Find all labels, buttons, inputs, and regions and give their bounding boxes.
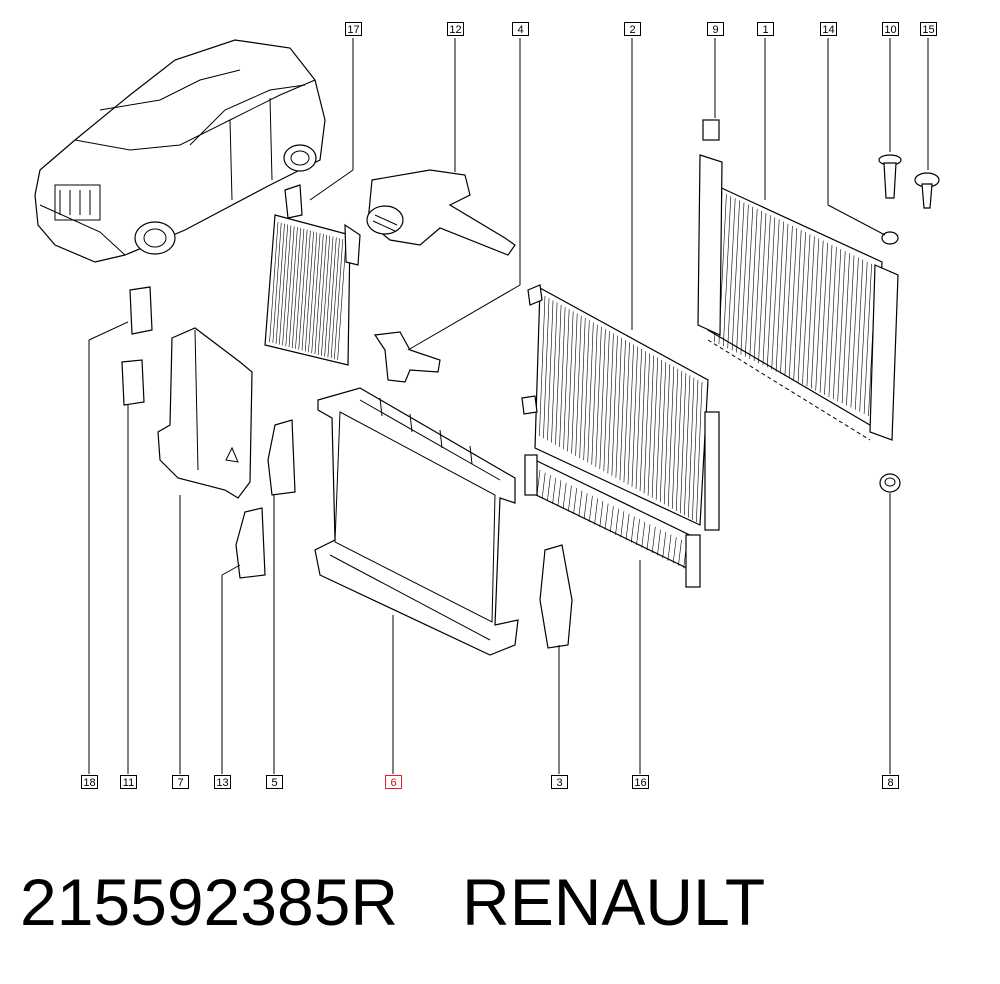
part-13-bracket (235, 507, 266, 579)
callout-8: 8 (882, 775, 899, 789)
part-14-clip (881, 231, 899, 245)
part-4-bracket (373, 331, 441, 383)
part-7-air-deflector (157, 327, 253, 499)
part-number: 215592385R (20, 865, 399, 939)
callout-12: 12 (447, 22, 464, 36)
part-caption: 215592385R RENAULT (20, 862, 980, 942)
callout-9: 9 (707, 22, 724, 36)
callout-11: 11 (120, 775, 137, 789)
callout-18: 18 (81, 775, 98, 789)
vehicle-illustration (34, 39, 326, 263)
part-15-clip (914, 172, 940, 209)
part-12-air-duct (366, 169, 516, 256)
callout-4: 4 (512, 22, 529, 36)
callout-2: 2 (624, 22, 641, 36)
callout-10: 10 (882, 22, 899, 36)
callout-5: 5 (266, 775, 283, 789)
callout-17: 17 (345, 22, 362, 36)
callout-6-highlighted: 6 (385, 775, 402, 789)
brand-name: RENAULT (462, 865, 766, 939)
part-1-radiator (697, 119, 899, 441)
callout-7: 7 (172, 775, 189, 789)
part-18-bracket (129, 286, 153, 335)
leader-lines (88, 38, 929, 774)
part-2-condenser (521, 284, 720, 531)
callout-15: 15 (920, 22, 937, 36)
part-11-bracket (121, 359, 145, 406)
part-10-clip (878, 154, 902, 199)
callout-14: 14 (820, 22, 837, 36)
exploded-parts-diagram (34, 38, 940, 774)
callout-1: 1 (757, 22, 774, 36)
part-5-bracket (267, 419, 296, 496)
part-6-frame (314, 387, 519, 656)
callout-16: 16 (632, 775, 649, 789)
callout-13: 13 (214, 775, 231, 789)
part-8-bushing (879, 473, 901, 493)
part-16-cooler (524, 454, 701, 588)
callout-3: 3 (551, 775, 568, 789)
part-3-bracket (539, 544, 573, 649)
part-17-intercooler (264, 184, 361, 366)
